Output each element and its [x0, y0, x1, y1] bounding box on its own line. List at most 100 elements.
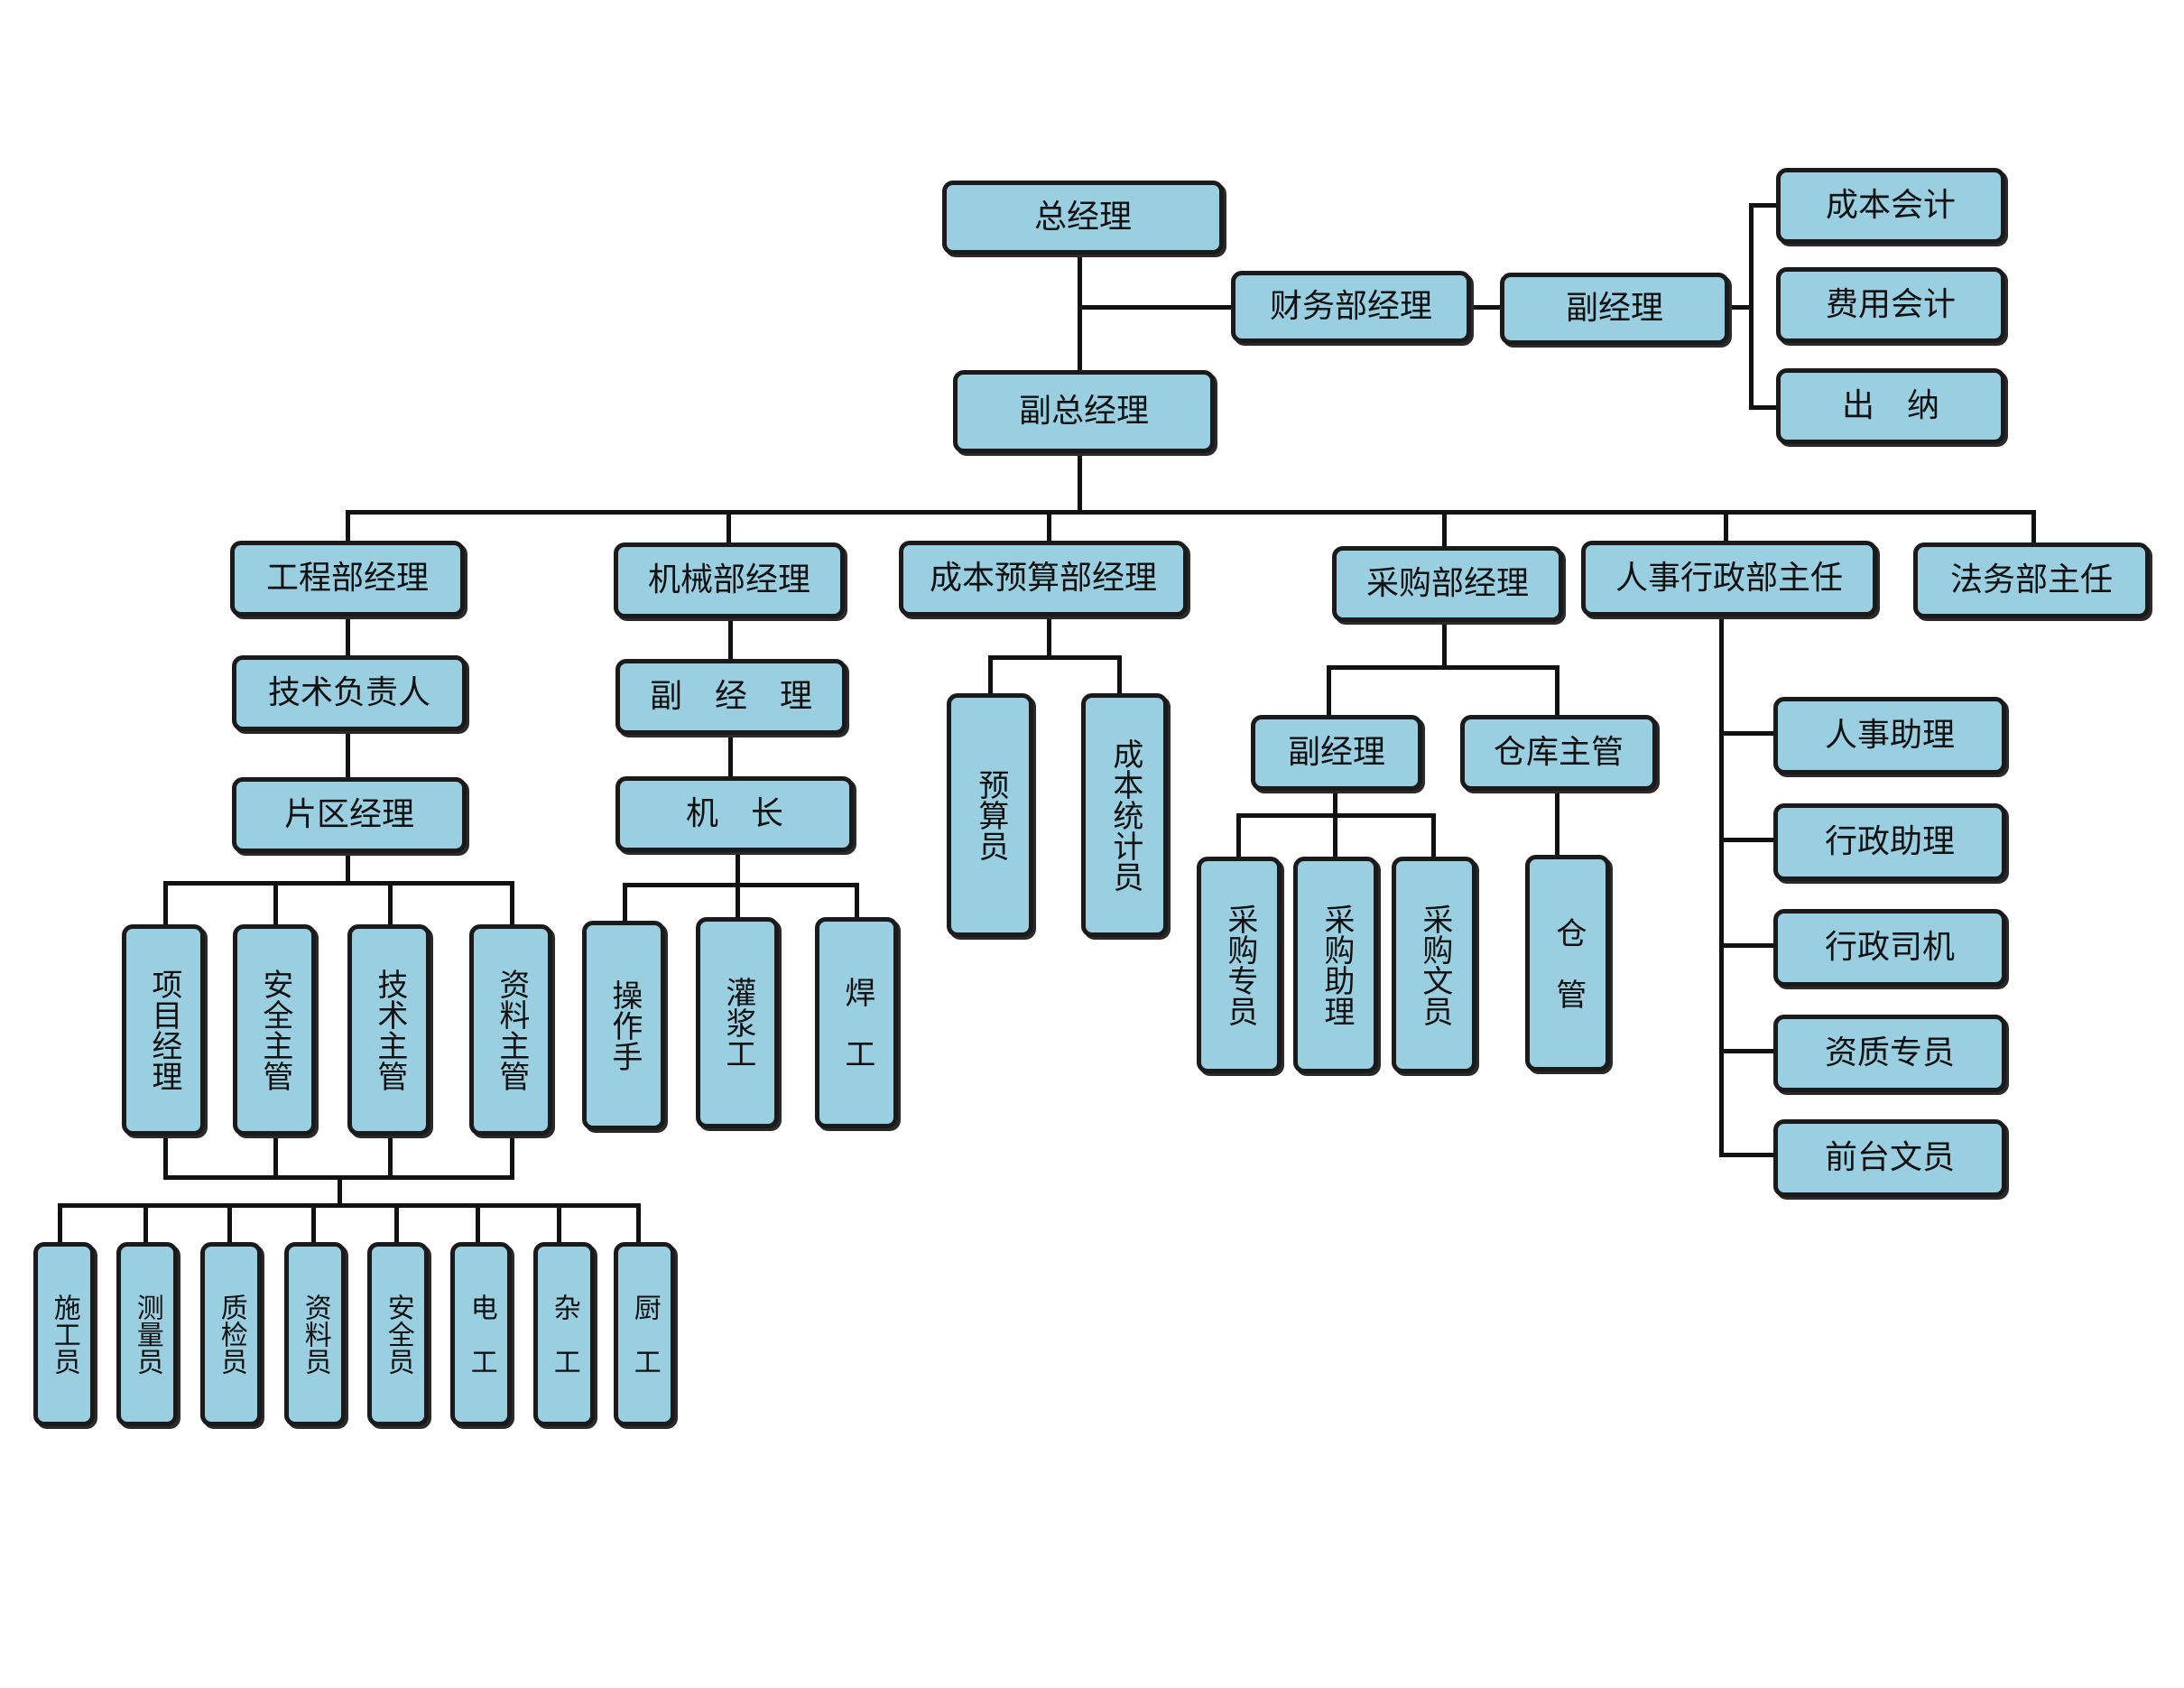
connector-line — [623, 883, 859, 887]
connector-line — [736, 883, 740, 926]
connector-line — [510, 881, 514, 926]
connector-line — [346, 850, 350, 883]
node-purchasing-assistant: 采购助理 — [1293, 857, 1378, 1073]
connector-line — [388, 1133, 393, 1178]
connector-line — [855, 883, 859, 926]
connector-line — [510, 1133, 514, 1178]
connector-line — [163, 881, 168, 926]
node-machinery-deputy: 副 经 理 — [615, 659, 847, 735]
node-purchasing-clerk: 采购文员 — [1392, 857, 1476, 1073]
node-hr-admin-director: 人事行政部主任 — [1581, 541, 1877, 617]
connector-line — [1469, 305, 1504, 310]
node-welder: 焊 工 — [815, 917, 898, 1128]
connector-line — [1719, 731, 1775, 736]
node-expense-accountant: 费用会计 — [1776, 267, 2005, 343]
node-finance-deputy: 副经理 — [1500, 273, 1729, 345]
connector-line — [338, 1177, 342, 1206]
connector-line — [1719, 943, 1775, 948]
node-surveyor: 测量员 — [116, 1242, 178, 1426]
connector-line — [163, 881, 514, 886]
connector-line — [988, 655, 1122, 660]
node-warehouse-keeper: 仓 管 — [1525, 855, 1610, 1071]
connector-line — [1442, 510, 1447, 548]
node-electrician: 电 工 — [450, 1242, 512, 1426]
connector-line — [1333, 813, 1337, 858]
connector-line — [346, 510, 350, 543]
connector-line — [1047, 614, 1051, 657]
node-deputy-general-manager: 副总经理 — [953, 370, 1215, 453]
connector-line — [1079, 305, 1233, 310]
connector-line — [1749, 405, 1778, 410]
connector-line — [476, 1203, 480, 1244]
connector-line — [1333, 788, 1337, 815]
node-purchasing-deputy: 副经理 — [1251, 715, 1422, 791]
node-admin-driver: 行政司机 — [1773, 909, 2006, 987]
node-technical-supervisor: 技术主管 — [347, 924, 430, 1136]
connector-line — [726, 510, 731, 544]
node-grouter: 灌浆工 — [696, 917, 779, 1128]
node-general-manager: 总经理 — [942, 181, 1224, 255]
connector-line — [1078, 451, 1082, 513]
connector-line — [557, 1203, 561, 1244]
node-admin-assistant: 行政助理 — [1773, 803, 2006, 881]
connector-line — [143, 1203, 148, 1244]
node-captain: 机 长 — [615, 776, 854, 852]
node-area-manager: 片区经理 — [232, 777, 467, 853]
connector-line — [1047, 510, 1051, 543]
node-finance-manager: 财务部经理 — [1231, 271, 1471, 343]
node-machinery-manager: 机械部经理 — [614, 543, 845, 618]
connector-line — [1431, 813, 1436, 858]
connector-line — [1555, 665, 1559, 718]
node-project-manager: 项目经理 — [122, 924, 205, 1136]
node-purchasing-manager: 采购部经理 — [1332, 546, 1563, 622]
connector-line — [346, 510, 2036, 515]
node-document-clerk: 资料员 — [284, 1242, 346, 1426]
connector-line — [311, 1203, 316, 1244]
connector-line — [273, 1133, 278, 1178]
node-technical-lead: 技术负责人 — [232, 655, 467, 731]
connector-line — [1719, 1153, 1775, 1157]
connector-line — [1442, 621, 1447, 668]
connector-line — [394, 1203, 399, 1244]
node-legal-director: 法务部主任 — [1913, 543, 2150, 618]
node-cost-accountant: 成本会计 — [1776, 168, 2005, 244]
connector-line — [346, 614, 350, 657]
connector-line — [728, 616, 733, 661]
node-warehouse-supervisor: 仓库主管 — [1460, 715, 1657, 791]
connector-line — [1117, 655, 1122, 695]
connector-line — [988, 655, 993, 695]
connector-line — [636, 1203, 641, 1244]
node-quality-inspector: 质检员 — [200, 1242, 262, 1426]
connector-line — [1555, 788, 1559, 857]
connector-line — [1749, 203, 1754, 407]
node-safety-officer: 安全员 — [367, 1242, 429, 1426]
node-operator: 操作手 — [582, 921, 665, 1130]
connector-line — [728, 733, 733, 778]
node-cost-budget-manager: 成本预算部经理 — [899, 541, 1188, 617]
connector-line — [1719, 838, 1775, 842]
node-purchasing-specialist: 采购专员 — [1197, 857, 1282, 1073]
node-general-laborer: 杂 工 — [533, 1242, 595, 1426]
node-document-supervisor: 资料主管 — [469, 924, 552, 1136]
node-cost-statistician: 成本统计员 — [1081, 693, 1168, 937]
connector-line — [1749, 203, 1778, 208]
connector-line — [58, 1203, 62, 1244]
connector-line — [736, 849, 740, 886]
connector-line — [1724, 510, 1728, 543]
connector-line — [388, 881, 393, 926]
node-construction-worker: 施工员 — [33, 1242, 95, 1426]
connector-line — [227, 1203, 232, 1244]
node-cashier: 出 纳 — [1776, 368, 2005, 444]
node-front-desk-clerk: 前台文员 — [1773, 1119, 2006, 1197]
connector-line — [1727, 305, 1751, 310]
connector-line — [346, 728, 350, 779]
connector-line — [163, 1133, 168, 1178]
connector-line — [58, 1203, 641, 1208]
node-hr-assistant: 人事助理 — [1773, 697, 2006, 774]
node-budgeter: 预算员 — [947, 693, 1033, 937]
node-cook: 厨 工 — [614, 1242, 675, 1426]
connector-line — [1719, 1049, 1775, 1053]
connector-line — [273, 881, 278, 926]
connector-line — [1078, 253, 1082, 372]
